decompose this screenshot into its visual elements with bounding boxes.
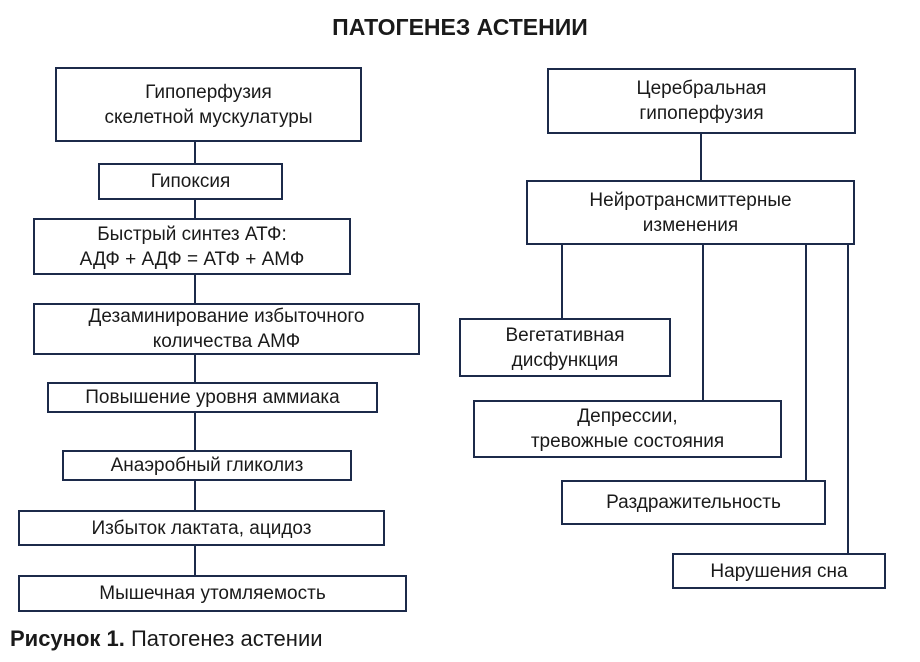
box-sleep-disorders: Нарушения сна bbox=[672, 553, 886, 589]
box-text: скелетной мускулатуры bbox=[104, 106, 313, 128]
box-text: Анаэробный гликолиз bbox=[110, 455, 304, 476]
box-text: Депрессии, bbox=[577, 406, 678, 427]
box-text: Гипоперфузия bbox=[145, 81, 272, 103]
box-text: Избыток лактата, ацидоз bbox=[91, 517, 312, 539]
box-text: Раздражительность bbox=[606, 492, 781, 513]
box-skeletal-hypoperfusion: Гипоперфузия скелетной мускулатуры bbox=[55, 67, 362, 142]
box-vegetative-dysfunction: Вегетативная дисфункция bbox=[459, 318, 671, 377]
figure-caption: Рисунок 1. Патогенез астении bbox=[10, 626, 323, 652]
box-text: изменения bbox=[642, 214, 739, 236]
box-text: Нейротрансмиттерные bbox=[589, 189, 792, 211]
box-lactate-acidosis: Избыток лактата, ацидоз bbox=[18, 510, 385, 546]
box-text: Дезаминирование избыточного bbox=[88, 306, 365, 327]
caption-text: Патогенез астении bbox=[124, 626, 323, 651]
connector-branch-2 bbox=[702, 245, 704, 400]
box-atp-synthesis: Быстрый синтез АТФ: АДФ + АДФ = АТФ + АМФ bbox=[33, 218, 351, 275]
box-text: Нарушения сна bbox=[710, 560, 848, 582]
box-ammonia: Повышение уровня аммиака bbox=[47, 382, 378, 413]
connector-branch-1 bbox=[561, 245, 563, 318]
box-text: Мышечная утомляемость bbox=[99, 583, 326, 604]
box-text: тревожные состояния bbox=[530, 431, 725, 452]
box-text: Гипоксия bbox=[150, 171, 231, 192]
box-anaerobic-glycolysis: Анаэробный гликолиз bbox=[62, 450, 352, 481]
box-irritability: Раздражительность bbox=[561, 480, 826, 525]
connector-branch-3 bbox=[805, 245, 807, 480]
connector-branch-4 bbox=[847, 245, 849, 553]
box-text: АДФ + АДФ = АТФ + АМФ bbox=[79, 248, 305, 270]
box-muscle-fatigue: Мышечная утомляемость bbox=[18, 575, 407, 612]
box-amp-deamination: Дезаминирование избыточного количества АМ… bbox=[33, 303, 420, 355]
diagram-title: ПАТОГЕНЕЗ АСТЕНИИ bbox=[332, 14, 588, 40]
box-text: Вегетативная bbox=[505, 324, 625, 346]
box-depression-anxiety: Депрессии, тревожные состояния bbox=[473, 400, 782, 458]
box-text: количества АМФ bbox=[152, 331, 301, 352]
box-neurotransmitter-changes: Нейротрансмиттерные изменения bbox=[526, 180, 855, 245]
connector-left-spine bbox=[194, 142, 196, 576]
caption-label: Рисунок 1. bbox=[10, 626, 125, 651]
box-text: Церебральная bbox=[636, 78, 767, 99]
box-text: Повышение уровня аммиака bbox=[85, 387, 340, 408]
connector-root-hub bbox=[700, 134, 702, 180]
box-hypoxia: Гипоксия bbox=[98, 163, 283, 200]
box-text: гипоперфузия bbox=[639, 103, 764, 124]
box-cerebral-hypoperfusion: Церебральная гипоперфузия bbox=[547, 68, 856, 134]
box-text: дисфункция bbox=[511, 349, 619, 371]
box-text: Быстрый синтез АТФ: bbox=[97, 223, 287, 245]
